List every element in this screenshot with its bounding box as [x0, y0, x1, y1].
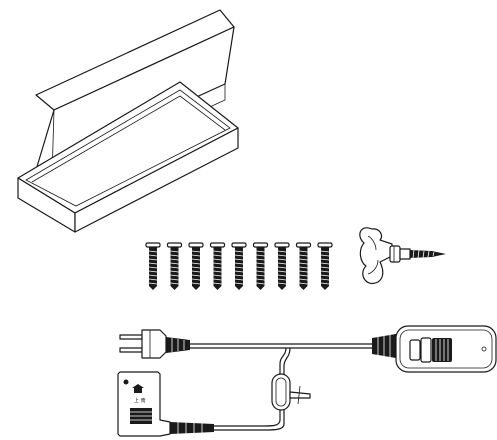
- screw: [209, 242, 226, 290]
- screw: [166, 242, 183, 290]
- screw: [274, 242, 290, 290]
- power-cable-with-controller: 上 南: [117, 325, 497, 437]
- thumb-screw: [359, 227, 446, 284]
- screw: [231, 242, 247, 290]
- screw: [252, 242, 269, 290]
- screw: [295, 242, 312, 290]
- screw: [317, 242, 333, 290]
- screw: [145, 242, 161, 290]
- screw: [188, 242, 204, 290]
- adapter-label: 上 南: [134, 397, 146, 404]
- mounting-screws: [145, 242, 333, 290]
- packaging-box: [17, 9, 239, 233]
